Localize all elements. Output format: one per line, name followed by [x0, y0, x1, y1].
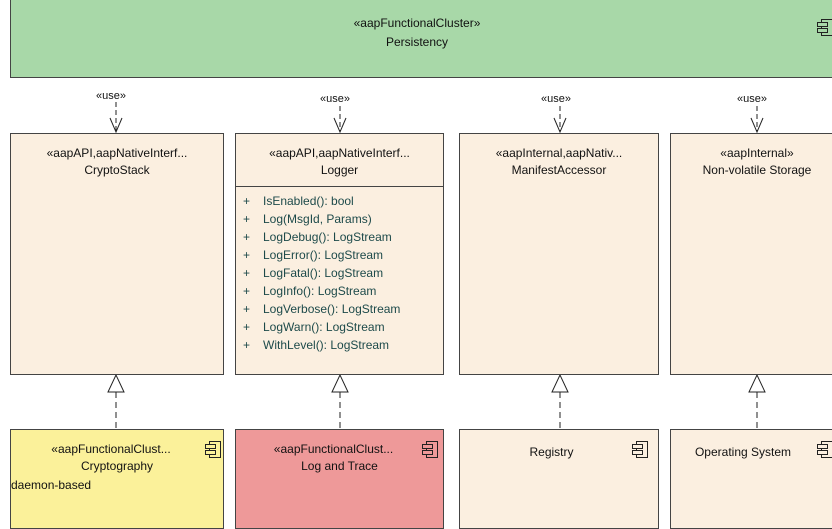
operation-signature: LogInfo(): LogStream — [263, 284, 377, 298]
operations-list: + IsEnabled(): bool + Log(MsgId, Params) + Lo… — [236, 192, 443, 354]
use-label-1: «use» — [96, 90, 126, 102]
operation-signature: WithLevel(): LogStream — [263, 338, 390, 352]
interface-name: Logger — [320, 163, 359, 177]
interface-stereotype: «aapAPI,aapNativeInterf... — [269, 146, 410, 160]
persistency-cluster[interactable]: «aapFunctionalCluster» Persistency — [10, 0, 832, 78]
compartment-separator — [236, 186, 443, 187]
component-icon — [422, 441, 438, 458]
operation-signature: LogDebug(): LogStream — [263, 230, 392, 244]
interface-name: CryptoStack — [84, 163, 150, 177]
component-extra: daemon-based — [11, 478, 92, 492]
interface-manifestaccessor[interactable]: «aapInternal,aapNativ... ManifestAccesso… — [459, 133, 659, 375]
operation-item: + LogDebug(): LogStream — [236, 228, 443, 246]
component-cryptography[interactable]: «aapFunctionalClust... Cryptography daem… — [10, 429, 224, 529]
visibility-marker: + — [243, 248, 251, 262]
component-name: Registry — [529, 445, 574, 459]
operation-item: + LogVerbose(): LogStream — [236, 300, 443, 318]
visibility-marker: + — [243, 338, 251, 352]
operation-signature: Log(MsgId, Params) — [263, 212, 372, 226]
visibility-marker: + — [243, 212, 251, 226]
operation-signature: IsEnabled(): bool — [263, 194, 354, 208]
operation-item: + WithLevel(): LogStream — [236, 336, 443, 354]
interface-stereotype: «aapInternal,aapNativ... — [495, 146, 623, 160]
persistency-name: Persistency — [385, 35, 449, 49]
component-name: Operating System — [694, 445, 792, 459]
operation-item: + LogWarn(): LogStream — [236, 318, 443, 336]
interface-logger[interactable]: «aapAPI,aapNativeInterf... Logger + IsEna… — [235, 133, 444, 375]
interface-non-volatile-storage[interactable]: «aapInternal» Non-volatile Storage — [670, 133, 832, 375]
interface-cryptostack[interactable]: «aapAPI,aapNativeInterf... CryptoStack — [10, 133, 224, 375]
component-stereotype: «aapFunctionalClust... — [51, 442, 171, 456]
operation-item: + IsEnabled(): bool — [236, 192, 443, 210]
operation-item: + LogInfo(): LogStream — [236, 282, 443, 300]
realization-triangle — [551, 373, 569, 393]
operation-item: + Log(MsgId, Params) — [236, 210, 443, 228]
component-icon — [205, 441, 221, 458]
open-arrowhead — [553, 117, 567, 134]
use-label-4: «use» — [737, 93, 767, 105]
realization-triangle — [107, 373, 125, 393]
component-icon — [632, 441, 648, 458]
operation-item: + LogError(): LogStream — [236, 246, 443, 264]
visibility-marker: + — [243, 266, 251, 280]
visibility-marker: + — [243, 320, 251, 334]
component-icon — [817, 441, 832, 458]
open-arrowhead — [333, 117, 347, 134]
operation-signature: LogWarn(): LogStream — [263, 320, 385, 334]
component-registry[interactable]: Registry — [459, 429, 659, 529]
edges-layer — [107, 102, 766, 428]
interface-stereotype: «aapAPI,aapNativeInterf... — [46, 146, 188, 160]
component-log-and-trace[interactable]: «aapFunctionalClust... Log and Trace — [235, 429, 444, 529]
component-stereotype: «aapFunctionalClust... — [273, 442, 394, 456]
interface-name: Non-volatile Storage — [702, 163, 812, 177]
operation-signature: LogError(): LogStream — [263, 248, 384, 262]
persistency-stereotype: «aapFunctionalCluster» — [353, 16, 481, 30]
operation-signature: LogVerbose(): LogStream — [263, 302, 401, 316]
visibility-marker: + — [243, 284, 251, 298]
operation-signature: LogFatal(): LogStream — [263, 266, 384, 280]
use-label-2: «use» — [320, 93, 350, 105]
use-label-3: «use» — [541, 93, 571, 105]
visibility-marker: + — [243, 302, 251, 316]
component-operating-system[interactable]: Operating System — [670, 429, 832, 529]
visibility-marker: + — [243, 194, 251, 208]
realization-triangle — [331, 373, 349, 393]
interface-name: ManifestAccessor — [511, 163, 607, 177]
realization-triangle — [748, 373, 766, 393]
open-arrowhead — [750, 117, 764, 134]
operation-item: + LogFatal(): LogStream — [236, 264, 443, 282]
interface-stereotype: «aapInternal» — [720, 146, 794, 160]
component-icon — [817, 19, 832, 36]
component-name: Cryptography — [80, 459, 154, 473]
component-name: Log and Trace — [301, 459, 378, 473]
visibility-marker: + — [243, 230, 251, 244]
open-arrowhead — [109, 117, 123, 134]
